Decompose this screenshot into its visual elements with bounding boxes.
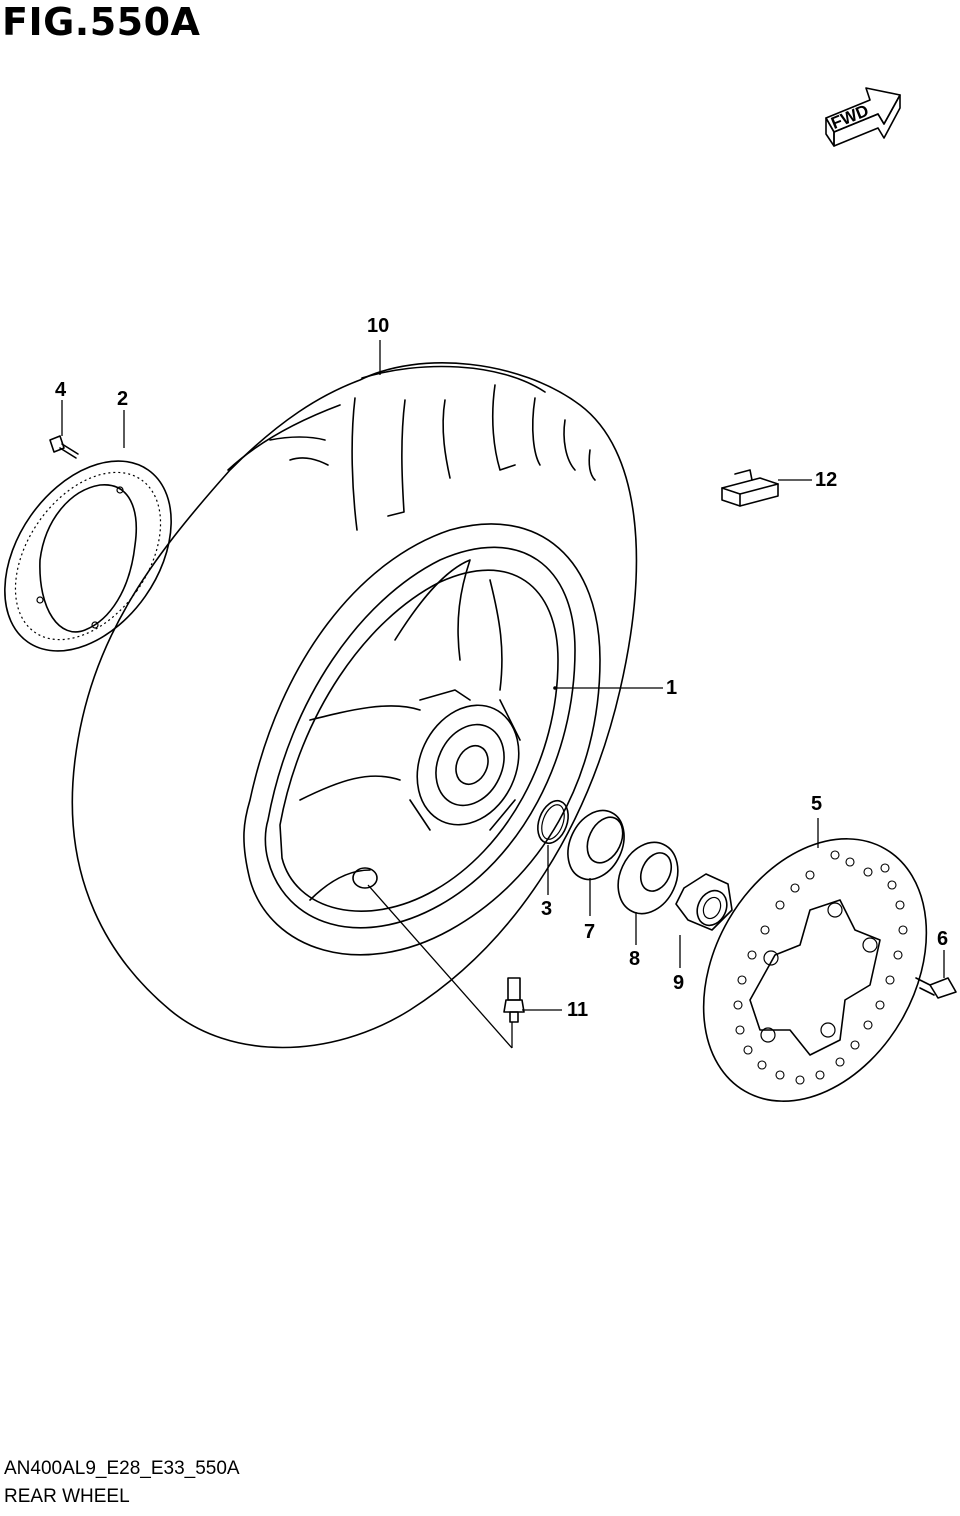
callout-8: 8: [629, 948, 640, 970]
callout-9: 9: [673, 972, 684, 994]
callout-10: 10: [367, 315, 389, 337]
fwd-label: FWD: [828, 101, 871, 133]
brake-disc-part: [702, 838, 928, 1102]
axle-nut-part: [675, 873, 733, 931]
callout-4: 4: [55, 379, 67, 401]
callout-1: 1: [666, 677, 677, 699]
disc-bolt-part: [915, 977, 957, 999]
diagram-name: REAR WHEEL: [4, 1486, 130, 1507]
callout-12: 12: [815, 469, 837, 491]
wheel-rim-part: [264, 546, 576, 929]
callout-6: 6: [937, 928, 948, 950]
o-ring-part: [537, 799, 569, 845]
tire-valve-part: [503, 977, 525, 1023]
callout-7: 7: [584, 921, 595, 943]
leader-lines: [61, 340, 945, 1049]
figure-title: FIG.550A: [2, 0, 201, 44]
abs-rotor-bolt-part: [49, 435, 79, 459]
callout-2: 2: [117, 388, 128, 410]
collar-part: [617, 841, 679, 915]
callout-3: 3: [541, 898, 552, 920]
abs-sensor-rotor-part: [4, 460, 172, 652]
callout-5: 5: [811, 793, 822, 815]
fwd-arrow-icon: FWD: [825, 87, 901, 147]
tire-part: [71, 362, 638, 1049]
speed-sensor-part: [721, 469, 779, 507]
callout-11: 11: [567, 999, 588, 1021]
spacer-part: [567, 809, 625, 881]
callout-labels: 10 4 2 12 1 5 3 7 6 8 9 11: [55, 315, 948, 1021]
diagram-code: AN400AL9_E28_E33_550A: [4, 1458, 240, 1479]
